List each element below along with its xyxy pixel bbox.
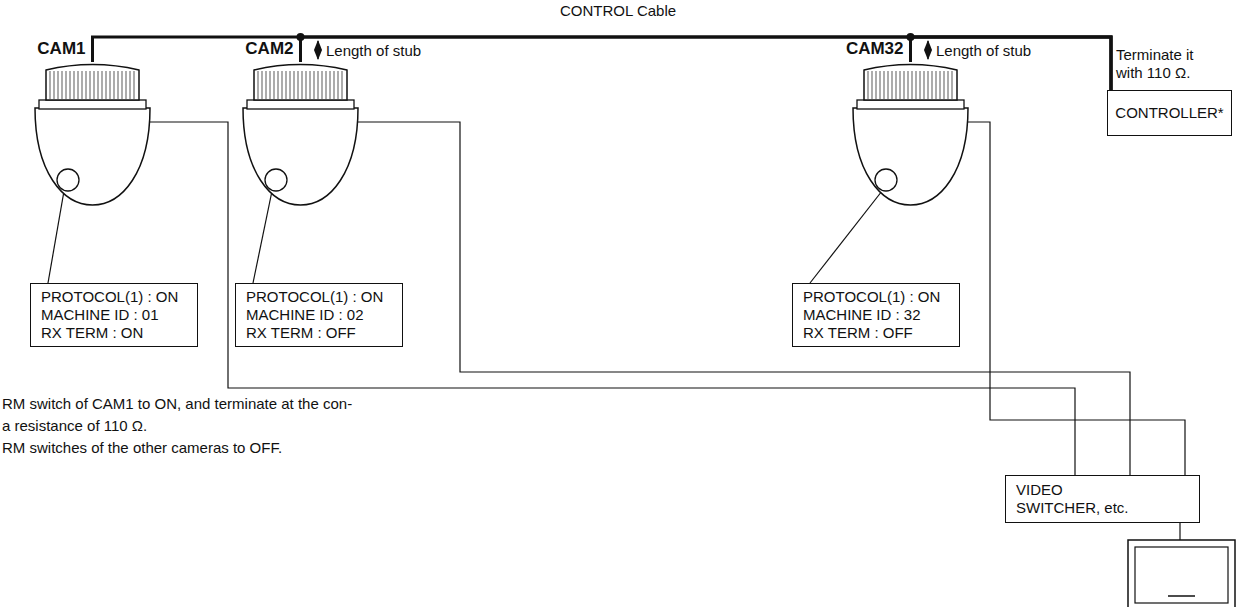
stub-dimension-arrow (927, 41, 928, 59)
box-text: RX TERM : OFF (246, 324, 392, 342)
camera-mount (46, 65, 139, 101)
camera-lens (875, 169, 897, 191)
controller-box: CONTROLLER* (1107, 90, 1232, 136)
camera-dome: CAM2 (238, 62, 363, 207)
dome-cover (853, 108, 968, 205)
camera-illustration (238, 62, 363, 207)
camera-lens (265, 169, 287, 191)
box-text: PROTOCOL(1) : ON (803, 288, 949, 306)
mount-ribs (868, 71, 952, 99)
camera-dome: CAM32 (848, 62, 973, 207)
control-cable (93, 37, 1112, 90)
dome-cover (35, 108, 150, 205)
note-label: a resistance of 110 Ω. (2, 417, 147, 435)
camera-mount (254, 65, 347, 101)
monitor-stand (1168, 595, 1195, 597)
dome-ring (247, 100, 354, 109)
camera-illustration (848, 62, 973, 207)
camera-lens (57, 169, 79, 191)
box-text: PROTOCOL(1) : ON (41, 288, 187, 306)
camera-dome: CAM1 (30, 62, 155, 207)
box-text: MACHINE ID : 02 (246, 306, 392, 324)
mount-ribs (50, 71, 134, 99)
dome-ring (857, 100, 964, 109)
monitor-screen (1135, 547, 1228, 603)
camera-label: CAM2 (245, 40, 293, 58)
stub-dimension-arrow (317, 41, 318, 59)
control-cable (301, 37, 1112, 90)
box-text: CONTROLLER* (1115, 104, 1223, 122)
connector-line (253, 191, 272, 283)
camera-label: CAM32 (846, 40, 904, 58)
monitor-housing (1128, 540, 1235, 607)
dome-ring (39, 100, 146, 109)
note-label: CONTROL Cable (560, 2, 676, 20)
note-label: Length of stub (326, 42, 421, 60)
switcher-box: VIDEO SWITCHER, etc. (1005, 475, 1200, 523)
note-label: Length of stub (936, 42, 1031, 60)
dome-cover (243, 108, 358, 205)
note-label: RM switch of CAM1 to ON, and terminate a… (2, 395, 352, 413)
box-text: VIDEO SWITCHER, etc. (1016, 481, 1146, 517)
settings-box: PROTOCOL(1) : ONMACHINE ID : 01RX TERM :… (30, 283, 198, 347)
box-text: MACHINE ID : 01 (41, 306, 187, 324)
mount-ribs (258, 71, 342, 99)
connector-line (810, 191, 882, 283)
camera-mount (864, 65, 957, 101)
box-text: PROTOCOL(1) : ON (246, 288, 392, 306)
box-text: RX TERM : OFF (803, 324, 949, 342)
note-label: RM switches of the other cameras to OFF. (2, 439, 282, 457)
settings-box: PROTOCOL(1) : ONMACHINE ID : 32RX TERM :… (792, 283, 960, 347)
settings-box: PROTOCOL(1) : ONMACHINE ID : 02RX TERM :… (235, 283, 403, 347)
connector-line (967, 122, 1185, 475)
note-label: Terminate it with 110 Ω. (1116, 46, 1216, 82)
box-text: RX TERM : ON (41, 324, 187, 342)
box-text: MACHINE ID : 32 (803, 306, 949, 324)
camera-label: CAM1 (37, 40, 85, 58)
monitor-wire (1179, 523, 1180, 540)
connector-line (357, 122, 1130, 475)
camera-illustration (30, 62, 155, 207)
connector-line (48, 191, 64, 283)
